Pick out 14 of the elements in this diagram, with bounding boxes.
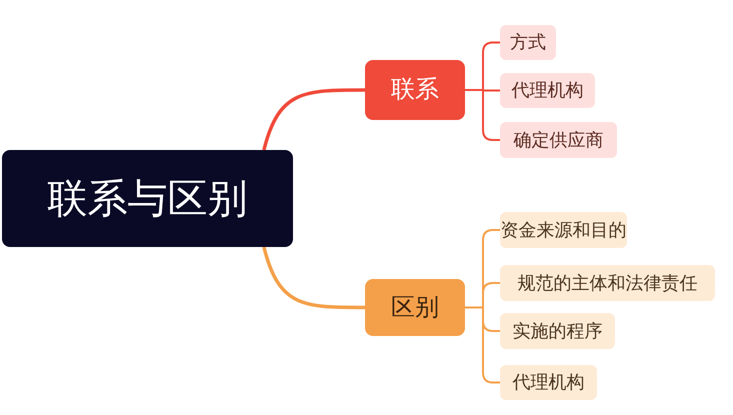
branch-box: 区别	[365, 279, 465, 336]
connector-line	[465, 89, 500, 141]
connector-line	[465, 306, 500, 384]
connector-line	[262, 88, 365, 150]
connector-line	[262, 246, 365, 310]
topic-box: 联系与区别	[2, 150, 293, 247]
leaf-box: 规范的主体和法律责任	[500, 265, 715, 301]
leaf-box: 代理机构	[500, 73, 595, 108]
leaf-box: 资金来源和目的	[500, 212, 627, 248]
branch-box: 联系	[365, 60, 465, 120]
leaf-box: 方式	[500, 25, 556, 60]
leaf-box: 代理机构	[500, 365, 597, 400]
leaf-box: 实施的程序	[500, 313, 615, 349]
leaf-box: 确定供应商	[500, 122, 617, 158]
